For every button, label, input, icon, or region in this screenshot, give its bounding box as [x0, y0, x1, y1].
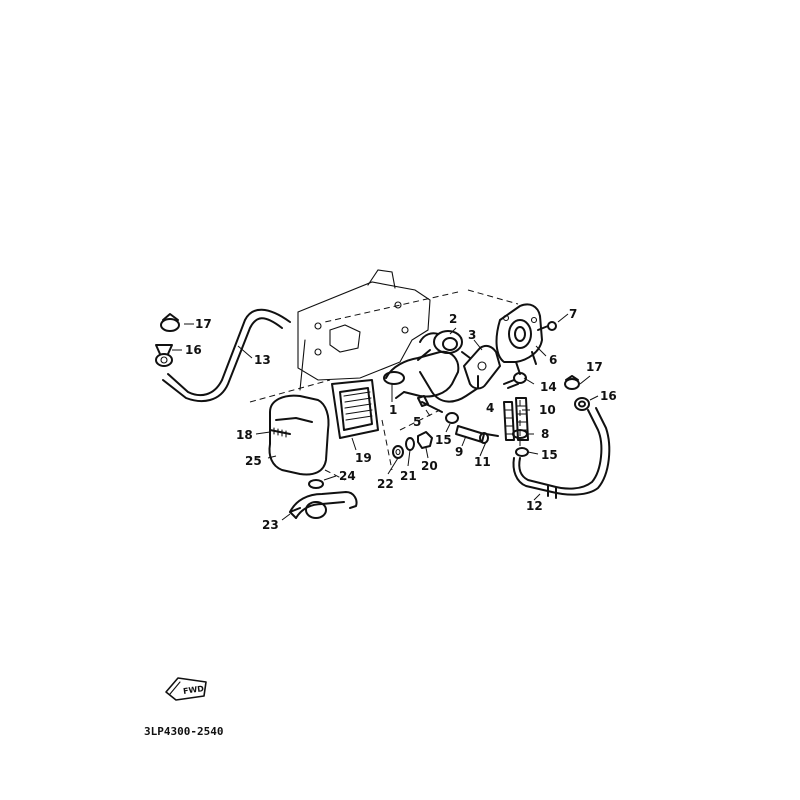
callout-1: 1 [389, 403, 397, 417]
callout-3: 3 [468, 328, 476, 342]
fitting-14 [503, 372, 527, 389]
pipe-13 [155, 308, 291, 402]
fitting-16-right [574, 397, 590, 411]
housing-1 [383, 350, 479, 403]
callout-15-center: 15 [435, 433, 452, 447]
filter-case-25 [268, 394, 330, 476]
gasket-3 [463, 344, 501, 390]
dashed-guide-lines [249, 289, 521, 481]
o-ring-24 [308, 479, 324, 489]
callout-12: 12 [526, 499, 543, 513]
callout-9: 9 [455, 445, 463, 459]
pump-body-2 [417, 330, 471, 361]
fwd-arrow-icon: FWD [165, 677, 207, 701]
callout-15-right: 15 [541, 448, 558, 462]
filter-19 [331, 379, 379, 439]
pump-cover-6 [495, 303, 543, 375]
callout-18: 18 [236, 428, 253, 442]
callout-10: 10 [539, 403, 556, 417]
callout-21: 21 [400, 469, 417, 483]
callout-17-right: 17 [586, 360, 603, 374]
callout-20: 20 [421, 459, 438, 473]
clamp-17-right [564, 375, 580, 390]
clamp-15-center [445, 412, 459, 424]
drawing-code: 3LP4300-2540 [144, 725, 223, 738]
fwd-label: FWD [183, 684, 205, 696]
callout-23: 23 [262, 518, 279, 532]
callout-2: 2 [449, 312, 457, 326]
callout-8: 8 [541, 427, 549, 441]
hose-4 [503, 401, 515, 441]
callout-4: 4 [486, 401, 494, 415]
callout-7: 7 [569, 307, 577, 321]
callout-5: 5 [413, 415, 421, 429]
washer-21 [405, 437, 415, 451]
callout-labels: 1 2 3 4 5 6 7 8 9 10 11 12 13 14 15 15 1… [185, 307, 617, 532]
leader-lines [172, 313, 599, 521]
drain-hose-23 [289, 491, 358, 519]
screw-18 [269, 427, 291, 438]
callout-19: 19 [355, 451, 372, 465]
callout-11: 11 [474, 455, 491, 469]
callout-17-left: 17 [195, 317, 212, 331]
callout-25: 25 [245, 454, 262, 468]
callout-22: 22 [377, 477, 394, 491]
tube-9 [455, 425, 489, 444]
nut-20 [417, 431, 433, 449]
hose-11 [485, 433, 499, 437]
screw-7 [537, 321, 557, 331]
engine-block [297, 269, 431, 391]
callout-13: 13 [254, 353, 271, 367]
callout-6: 6 [549, 353, 557, 367]
washer-22 [392, 445, 404, 459]
callout-16-right: 16 [600, 389, 617, 403]
clamp-15-right [515, 447, 529, 457]
callout-14: 14 [540, 380, 557, 394]
bolt-5 [417, 395, 443, 413]
hose-10 [515, 397, 529, 441]
callout-16-left: 16 [185, 343, 202, 357]
pipe-12 [512, 407, 611, 499]
callout-24: 24 [339, 469, 356, 483]
clamp-17-left [160, 313, 180, 332]
